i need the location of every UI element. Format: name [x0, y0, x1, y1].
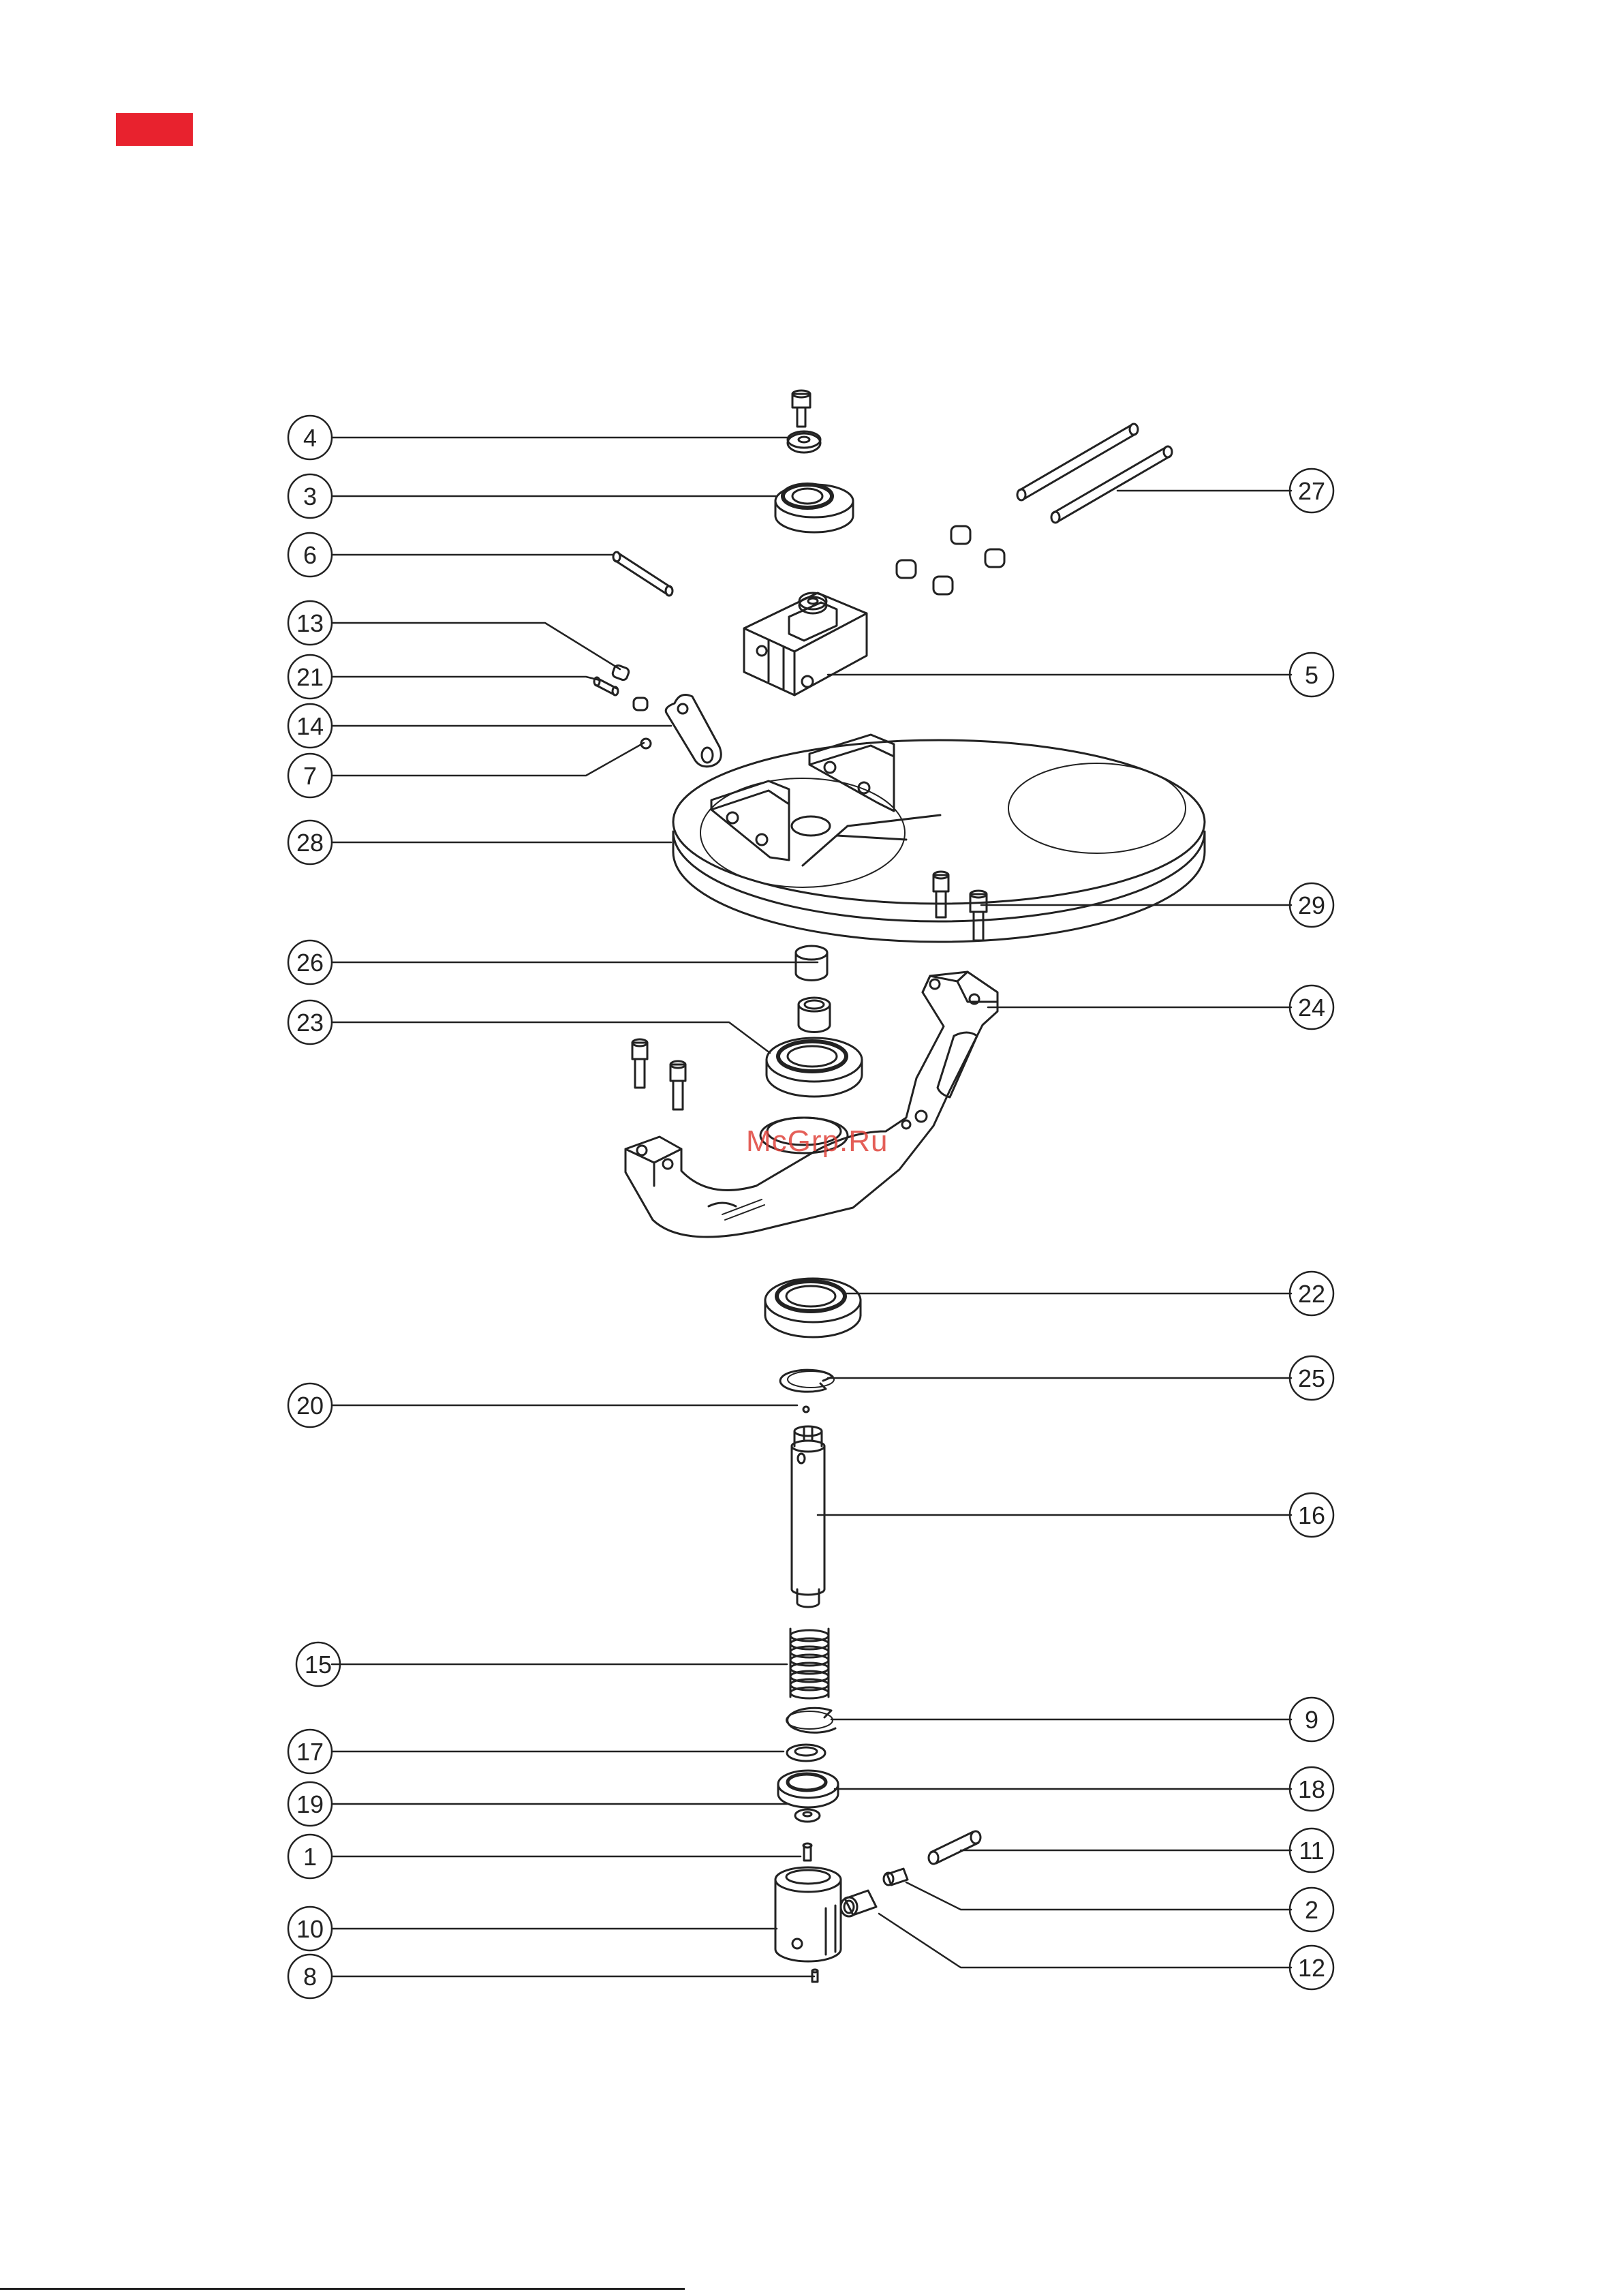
svg-text:11: 11: [1299, 1837, 1324, 1865]
svg-text:13: 13: [296, 609, 324, 637]
part-1-pin: [803, 1843, 812, 1861]
svg-text:6: 6: [303, 541, 317, 569]
svg-text:23: 23: [296, 1009, 324, 1037]
part-13-small-pin: [612, 664, 630, 681]
part-23-bearing: [767, 1038, 862, 1097]
part-6-pin: [613, 552, 673, 596]
top-bolt: [792, 391, 810, 427]
svg-text:28: 28: [296, 829, 324, 857]
part-29-bolts: [933, 872, 987, 940]
callout-21: 21: [288, 655, 332, 699]
callout-16: 16: [1290, 1493, 1333, 1537]
part-12-bushing: [841, 1891, 876, 1916]
part-14-link: [666, 695, 721, 767]
svg-text:29: 29: [1298, 891, 1325, 919]
callout-22: 22: [1290, 1272, 1333, 1315]
svg-text:3: 3: [303, 483, 317, 510]
callouts-right: 27 5 29 24 22 25 16 9 18 11 2 12: [1290, 469, 1333, 1989]
part-16-shaft: [792, 1426, 824, 1607]
callout-26: 26: [288, 940, 332, 984]
callout-8: 8: [288, 1955, 332, 1998]
callout-2: 2: [1290, 1888, 1333, 1931]
footer-rule: [0, 2288, 685, 2290]
svg-text:9: 9: [1305, 1706, 1318, 1734]
part-25-snap-ring: [780, 1370, 834, 1392]
svg-text:27: 27: [1298, 477, 1325, 505]
callout-5: 5: [1290, 653, 1333, 697]
svg-text:19: 19: [296, 1790, 324, 1818]
callouts-left: 4 3 6 13 21 14 7 28 26 23 20 15 17 19 1 …: [288, 416, 340, 1998]
svg-text:2: 2: [1305, 1896, 1318, 1924]
svg-text:18: 18: [1298, 1775, 1325, 1803]
callout-18: 18: [1290, 1767, 1333, 1811]
svg-text:14: 14: [296, 712, 324, 740]
svg-text:24: 24: [1298, 994, 1325, 1022]
callout-28: 28: [288, 821, 332, 864]
svg-text:16: 16: [1298, 1501, 1325, 1529]
callout-27: 27: [1290, 469, 1333, 512]
part-9-snap-ring: [786, 1708, 835, 1732]
part-10-housing: [775, 1867, 841, 1961]
part-18-bearing: [778, 1771, 838, 1807]
callout-4: 4: [288, 416, 332, 459]
svg-text:4: 4: [303, 424, 317, 452]
part-22-bearing: [765, 1279, 861, 1337]
arm-bolts: [632, 1039, 685, 1109]
part-27-rods: [1017, 424, 1172, 523]
part-27-nuts: [897, 526, 1004, 594]
part-15-spring: [790, 1629, 829, 1698]
callout-13: 13: [288, 601, 332, 645]
part-2-bushing: [884, 1869, 908, 1885]
part-20-ball: [803, 1407, 809, 1412]
callout-20: 20: [288, 1383, 332, 1427]
svg-text:10: 10: [296, 1915, 324, 1943]
callout-10: 10: [288, 1907, 332, 1950]
part-19-washer: [795, 1809, 820, 1822]
svg-text:26: 26: [296, 949, 324, 977]
part-8-pin: [812, 1970, 818, 1982]
callout-9: 9: [1290, 1698, 1333, 1741]
bushing-lower: [799, 998, 830, 1032]
callout-19: 19: [288, 1782, 332, 1826]
part-3-bearing: [775, 485, 853, 532]
callout-17: 17: [288, 1730, 332, 1773]
callout-1: 1: [288, 1835, 332, 1878]
svg-text:12: 12: [1298, 1954, 1325, 1982]
callout-29: 29: [1290, 883, 1333, 927]
callout-23: 23: [288, 1000, 332, 1044]
callout-12: 12: [1290, 1946, 1333, 1989]
callout-14: 14: [288, 704, 332, 748]
part-11-pin: [929, 1831, 980, 1864]
svg-text:7: 7: [303, 762, 317, 790]
svg-text:25: 25: [1298, 1364, 1325, 1392]
watermark: McGrp.Ru: [746, 1124, 888, 1159]
part-5-block: [744, 593, 867, 695]
part-17-washer: [787, 1745, 825, 1761]
svg-text:21: 21: [296, 663, 324, 691]
svg-text:8: 8: [303, 1963, 317, 1991]
callout-6: 6: [288, 533, 332, 577]
small-nut: [634, 698, 647, 710]
part-28-turntable: [673, 735, 1205, 942]
svg-text:20: 20: [296, 1392, 324, 1420]
callout-25: 25: [1290, 1356, 1333, 1400]
svg-text:5: 5: [1305, 661, 1318, 689]
svg-text:1: 1: [303, 1843, 317, 1871]
callout-11: 11: [1290, 1828, 1333, 1872]
callout-7: 7: [288, 754, 332, 797]
callout-3: 3: [288, 474, 332, 518]
svg-text:15: 15: [305, 1651, 332, 1679]
svg-text:22: 22: [1298, 1280, 1325, 1308]
svg-text:17: 17: [296, 1738, 324, 1766]
callout-24: 24: [1290, 985, 1333, 1029]
part-4-washer: [788, 431, 820, 453]
